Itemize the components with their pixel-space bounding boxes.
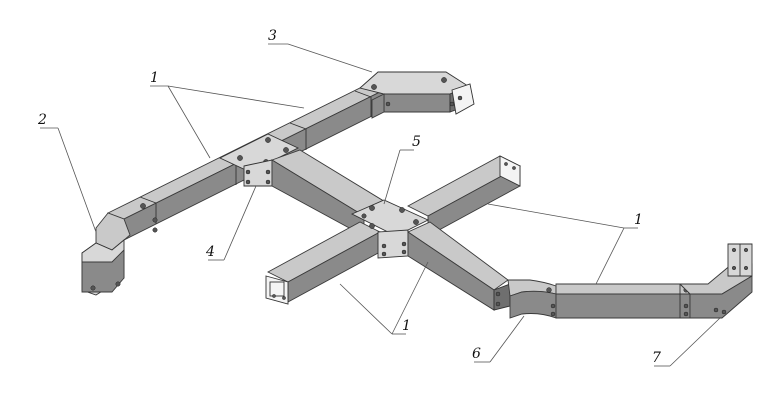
callout-6: 6 — [472, 346, 481, 362]
callout-1-right: 1 — [634, 212, 643, 228]
lower-right-end-elbow — [678, 243, 753, 319]
upper-right-short-tray — [407, 155, 521, 237]
lower-right-straight-tray — [550, 283, 692, 319]
cross-connector-plate — [350, 199, 430, 259]
callout-3: 3 — [268, 28, 277, 44]
lower-right-bend — [507, 279, 557, 319]
callout-4: 4 — [205, 244, 215, 260]
callout-7: 7 — [652, 350, 661, 366]
upper-right-elbow — [359, 71, 475, 119]
leader-lines — [40, 43, 721, 367]
lower-right-tray — [407, 221, 511, 311]
left-end-bend — [81, 203, 158, 296]
callout-2: 2 — [37, 112, 47, 128]
tee-connector-plate — [218, 133, 300, 187]
callout-5: 5 — [412, 134, 421, 150]
callout-labels: 1 2 3 4 5 1 1 6 7 — [37, 28, 661, 366]
callout-1-upper: 1 — [150, 70, 159, 86]
lower-left-short-tray — [265, 221, 381, 305]
callout-1-lower: 1 — [402, 318, 411, 334]
